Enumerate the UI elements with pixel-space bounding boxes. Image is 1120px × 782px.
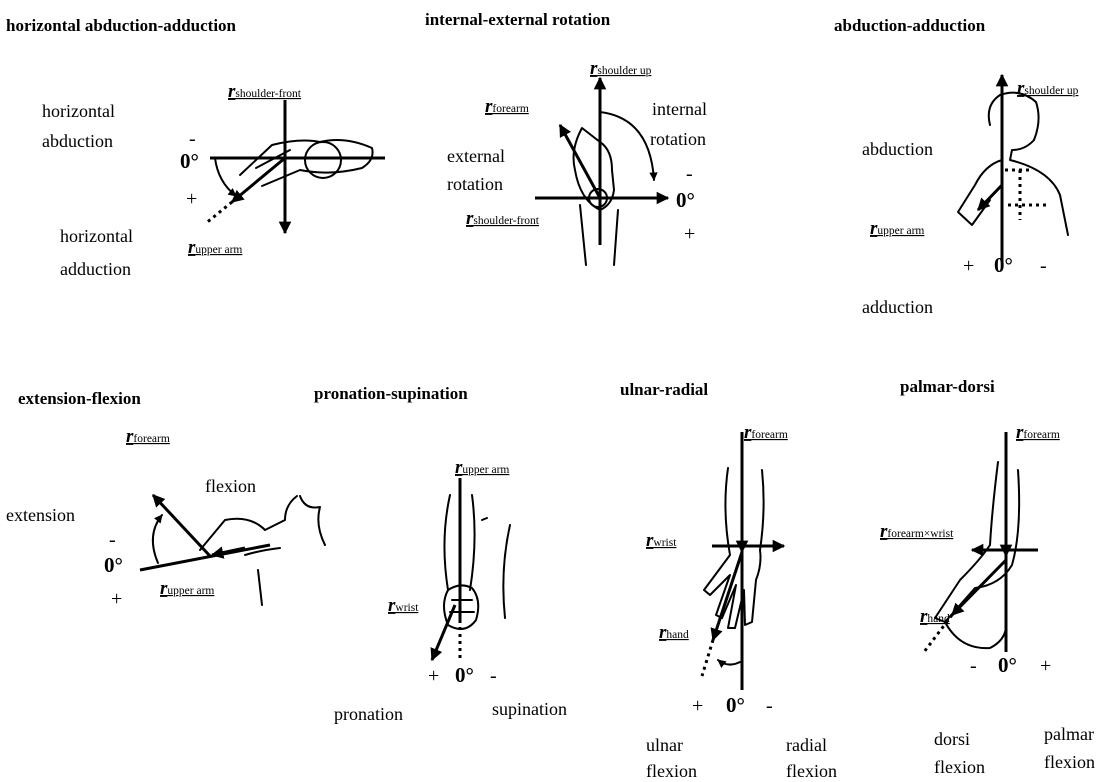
minus-sign: - [686, 163, 693, 185]
palmar-flexion-label-2: flexion [1044, 752, 1095, 772]
horizontal-adduction-label-1: horizontal [60, 226, 133, 246]
body-outline [200, 496, 325, 605]
zero-degree-label: 0° [998, 653, 1017, 677]
horizontal-abduction-label-2: abduction [42, 131, 113, 151]
zero-degree-label: 0° [455, 663, 474, 687]
angle-arc [718, 660, 740, 665]
panel-title: pronation-supination [314, 384, 468, 403]
vector-r-upper-arm: rupper arm [870, 218, 924, 239]
dorsi-flexion-label-1: dorsi [934, 729, 970, 749]
horizontal-abduction-label-1: horizontal [42, 101, 115, 121]
vector-r-upper-arm: rupper arm [160, 578, 214, 599]
vector-r-shoulder-front: rshoulder-front [466, 208, 540, 229]
vector-r-hand: rhand [659, 622, 689, 643]
ulnar-flexion-label-1: ulnar [646, 735, 683, 755]
upper-arm-dotted-extension [205, 202, 232, 224]
minus-sign: - [766, 695, 773, 717]
vector-r-forearm: rforearm [126, 426, 170, 447]
angle-arc [215, 158, 236, 196]
vector-r-upper-arm: rupper arm [455, 457, 509, 478]
panel-horizontal-abduction-adduction: horizontal abduction-adduction horizonta… [6, 16, 385, 279]
vector-r-forearm-cross-wrist: rforearm×wrist [880, 521, 954, 542]
hand-dotted-extension [702, 640, 713, 676]
plus-sign: + [186, 188, 197, 210]
radial-flexion-label-1: radial [786, 735, 827, 755]
external-rotation-label-1: external [447, 146, 505, 166]
internal-rotation-label-2: rotation [650, 129, 706, 149]
panel-title: extension-flexion [18, 389, 141, 408]
panel-internal-external-rotation: internal-external rotation rshoulder up … [425, 10, 707, 265]
minus-sign: - [109, 529, 116, 551]
vector-r-wrist: rwrist [388, 595, 419, 616]
panel-title: internal-external rotation [425, 10, 611, 29]
plus-sign: + [684, 223, 695, 245]
internal-rotation-label-1: internal [652, 99, 707, 119]
panel-ulnar-radial: ulnar-radial rforearm rwrist rhand + 0° … [620, 380, 837, 781]
zero-degree-label: 0° [676, 188, 695, 212]
plus-sign: + [1040, 655, 1051, 677]
panel-title: abduction-adduction [834, 16, 986, 35]
zero-degree-label: 0° [104, 553, 123, 577]
vector-r-shoulder-up: rshoulder up [590, 58, 652, 79]
internal-rotation-arc [600, 112, 654, 180]
vector-r-wrist: rwrist [646, 530, 677, 551]
vector-r-upper-arm: rupper arm [188, 237, 242, 258]
panel-title: horizontal abduction-adduction [6, 16, 237, 35]
minus-sign: - [1040, 255, 1047, 277]
ulnar-flexion-label-2: flexion [646, 761, 697, 781]
angle-arc [945, 622, 1006, 648]
extension-label: extension [6, 505, 75, 525]
minus-sign: - [189, 128, 196, 150]
palmar-flexion-label-1: palmar [1044, 724, 1094, 744]
dorsi-flexion-label-2: flexion [934, 757, 985, 777]
minus-sign: - [490, 665, 497, 687]
wrist-arrow [432, 605, 455, 660]
panel-title: ulnar-radial [620, 380, 708, 399]
upper-arm-arrow [978, 185, 1002, 210]
vector-r-forearm: rforearm [1016, 422, 1060, 443]
pronation-label: pronation [334, 704, 403, 724]
abduction-label: abduction [862, 139, 933, 159]
vector-r-forearm: rforearm [744, 422, 788, 443]
panel-abduction-adduction: abduction-adduction rshoulder up rupper … [834, 16, 1079, 317]
vector-r-forearm: rforearm [485, 96, 529, 117]
plus-sign: + [692, 695, 703, 717]
radial-flexion-label-2: flexion [786, 761, 837, 781]
panel-pronation-supination: pronation-supination rupper arm rwrist +… [314, 384, 567, 724]
adduction-label: adduction [862, 297, 933, 317]
minus-sign: - [970, 655, 977, 677]
vector-r-shoulder-front: rshoulder-front [228, 81, 302, 102]
angle-arc [153, 515, 162, 563]
panel-extension-flexion: extension-flexion rforearm rupper arm fl… [6, 389, 325, 610]
plus-sign: + [111, 588, 122, 610]
zero-degree-label: 0° [726, 693, 745, 717]
plus-sign: + [963, 255, 974, 277]
supination-label: supination [492, 699, 567, 719]
plus-sign: + [428, 665, 439, 687]
panel-title: palmar-dorsi [900, 377, 995, 396]
flexion-label: flexion [205, 476, 256, 496]
external-rotation-label-2: rotation [447, 174, 503, 194]
zero-degree-label: 0° [180, 149, 199, 173]
horizontal-adduction-label-2: adduction [60, 259, 131, 279]
panel-palmar-dorsi: palmar-dorsi rforearm rforearm×wrist rha… [880, 377, 1095, 777]
hand-outline [704, 468, 764, 628]
